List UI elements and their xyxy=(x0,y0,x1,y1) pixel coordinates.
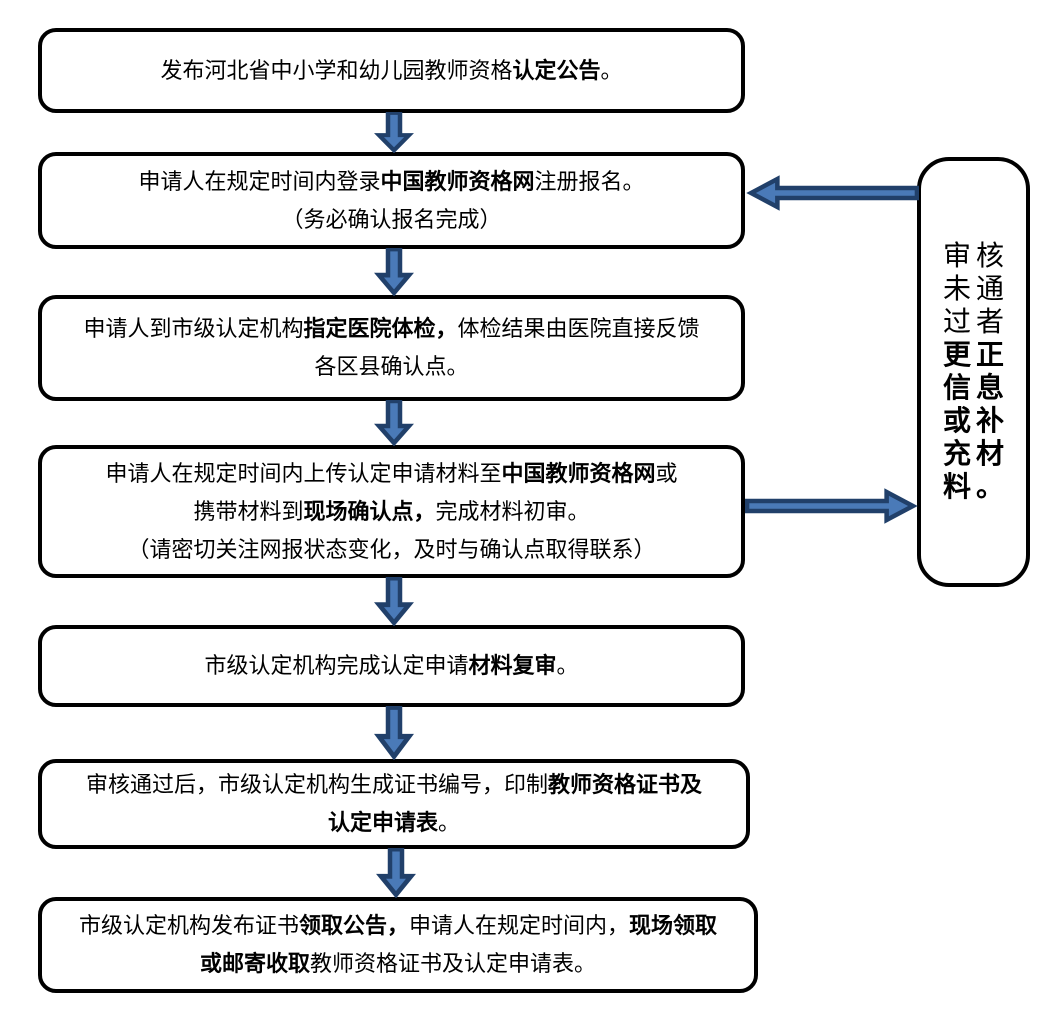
down-arrow-icon-1 xyxy=(374,112,414,153)
step-text: 审核通过后，市级认定机构生成证书编号，印制教师资格证书及认定申请表。 xyxy=(85,772,703,835)
step-certificate-collection: 市级认定机构发布证书领取公告，申请人在规定时间内，现场领取或邮寄收取教师资格证书… xyxy=(38,897,758,993)
step-certificate-printing: 审核通过后，市级认定机构生成证书编号，印制教师资格证书及认定申请表。 xyxy=(38,759,750,849)
step-online-registration: 申请人在规定时间内登录中国教师资格网注册报名。（务必确认报名完成） xyxy=(38,152,745,249)
right-arrow-icon xyxy=(745,488,918,524)
step-text: 申请人在规定时间内上传认定申请材料至中国教师资格网或携带材料到现场确认点，完成材… xyxy=(105,460,678,562)
down-arrow-icon-2 xyxy=(374,248,414,296)
down-arrow-icon-6 xyxy=(376,848,416,898)
note-text: 审核未通过者更正信息或补充材料。 xyxy=(942,241,1009,503)
left-arrow-icon xyxy=(746,175,919,211)
step-text: 申请人到市级认定机构指定医院体检，体检结果由医院直接反馈各区县确认点。 xyxy=(83,316,700,379)
step-text: 市级认定机构发布证书领取公告，申请人在规定时间内，现场领取或邮寄收取教师资格证书… xyxy=(78,913,718,976)
step-text: 发布河北省中小学和幼儿园教师资格认定公告。 xyxy=(160,57,623,83)
step-publish-announcement: 发布河北省中小学和幼儿园教师资格认定公告。 xyxy=(38,28,745,113)
note-review-not-passed: 审核未通过者更正信息或补充材料。 xyxy=(917,157,1030,587)
step-text: 市级认定机构完成认定申请材料复审。 xyxy=(204,653,579,678)
step-text: 申请人在规定时间内登录中国教师资格网注册报名。（务必确认报名完成） xyxy=(138,168,645,232)
step-submit-materials: 申请人在规定时间内上传认定申请材料至中国教师资格网或携带材料到现场确认点，完成材… xyxy=(38,445,745,578)
step-material-re-review: 市级认定机构完成认定申请材料复审。 xyxy=(38,625,745,707)
step-physical-examination: 申请人到市级认定机构指定医院体检，体检结果由医院直接反馈各区县确认点。 xyxy=(38,295,745,401)
down-arrow-icon-4 xyxy=(374,577,414,626)
down-arrow-icon-5 xyxy=(374,706,414,760)
down-arrow-icon-3 xyxy=(374,400,414,446)
